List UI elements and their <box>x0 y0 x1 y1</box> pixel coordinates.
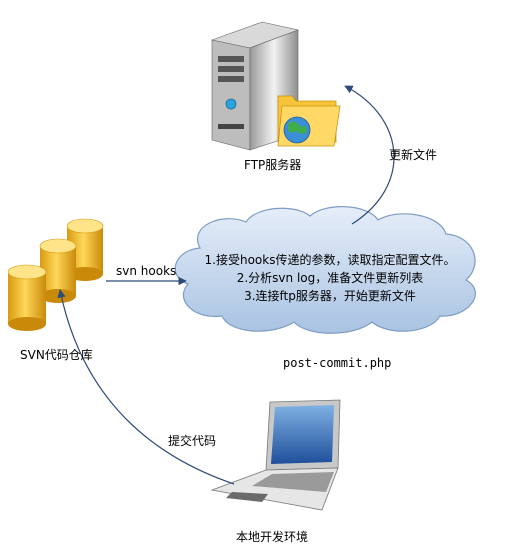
cloud-step-3: 3.连接ftp服务器，开始更新文件 <box>244 289 416 303</box>
commit-label: 提交代码 <box>168 434 217 448</box>
hook-script-name: post-commit.php <box>283 356 392 370</box>
local-dev-label: 本地开发环境 <box>236 530 309 544</box>
svn-hooks-label: svn hooks <box>116 264 177 278</box>
cloud-shape <box>174 206 476 334</box>
update-files-label: 更新文件 <box>389 148 438 162</box>
arrow-update-files <box>344 85 395 225</box>
svn-repo-label: SVN代码仓库 <box>20 348 93 362</box>
cloud-step-1: 1.接受hooks传递的参数，读取指定配置文件。 <box>204 253 456 267</box>
arrow-commit <box>57 289 235 485</box>
database-cylinders-icon <box>7 218 104 331</box>
cloud-step-2: 2.分析svn log，准备文件更新列表 <box>236 271 424 285</box>
folder-globe-icon <box>277 95 341 147</box>
laptop-icon <box>210 399 341 511</box>
ftp-server-label: FTP服务器 <box>244 158 302 172</box>
